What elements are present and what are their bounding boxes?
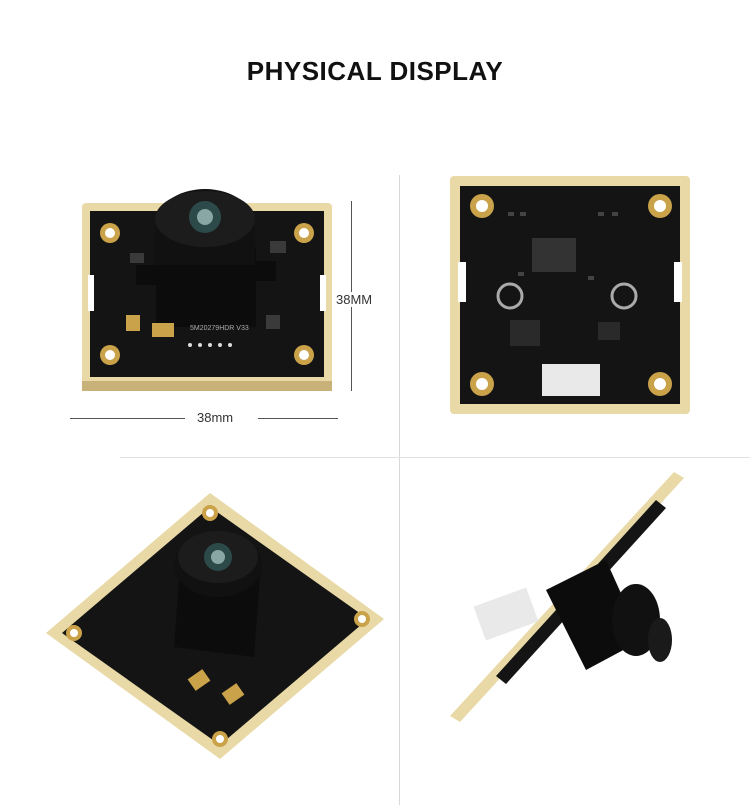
- camera-board-angled-view: [46, 493, 384, 759]
- horizontal-divider: [120, 457, 750, 458]
- camera-board-side-view: [450, 472, 684, 722]
- width-dimension-label: 38mm: [197, 410, 234, 425]
- page-title: PHYSICAL DISPLAY: [246, 56, 504, 86]
- height-dimension-label: 38MM: [336, 292, 373, 307]
- width-dimension-line-right: [258, 418, 338, 419]
- vertical-divider: [399, 175, 400, 805]
- camera-board-back-view: [450, 176, 690, 414]
- silkscreen-text: 5M20279HDR V33: [190, 325, 249, 332]
- width-dimension-line-left: [70, 418, 185, 419]
- camera-board-front-view: 5M20279HDR V33: [82, 189, 332, 391]
